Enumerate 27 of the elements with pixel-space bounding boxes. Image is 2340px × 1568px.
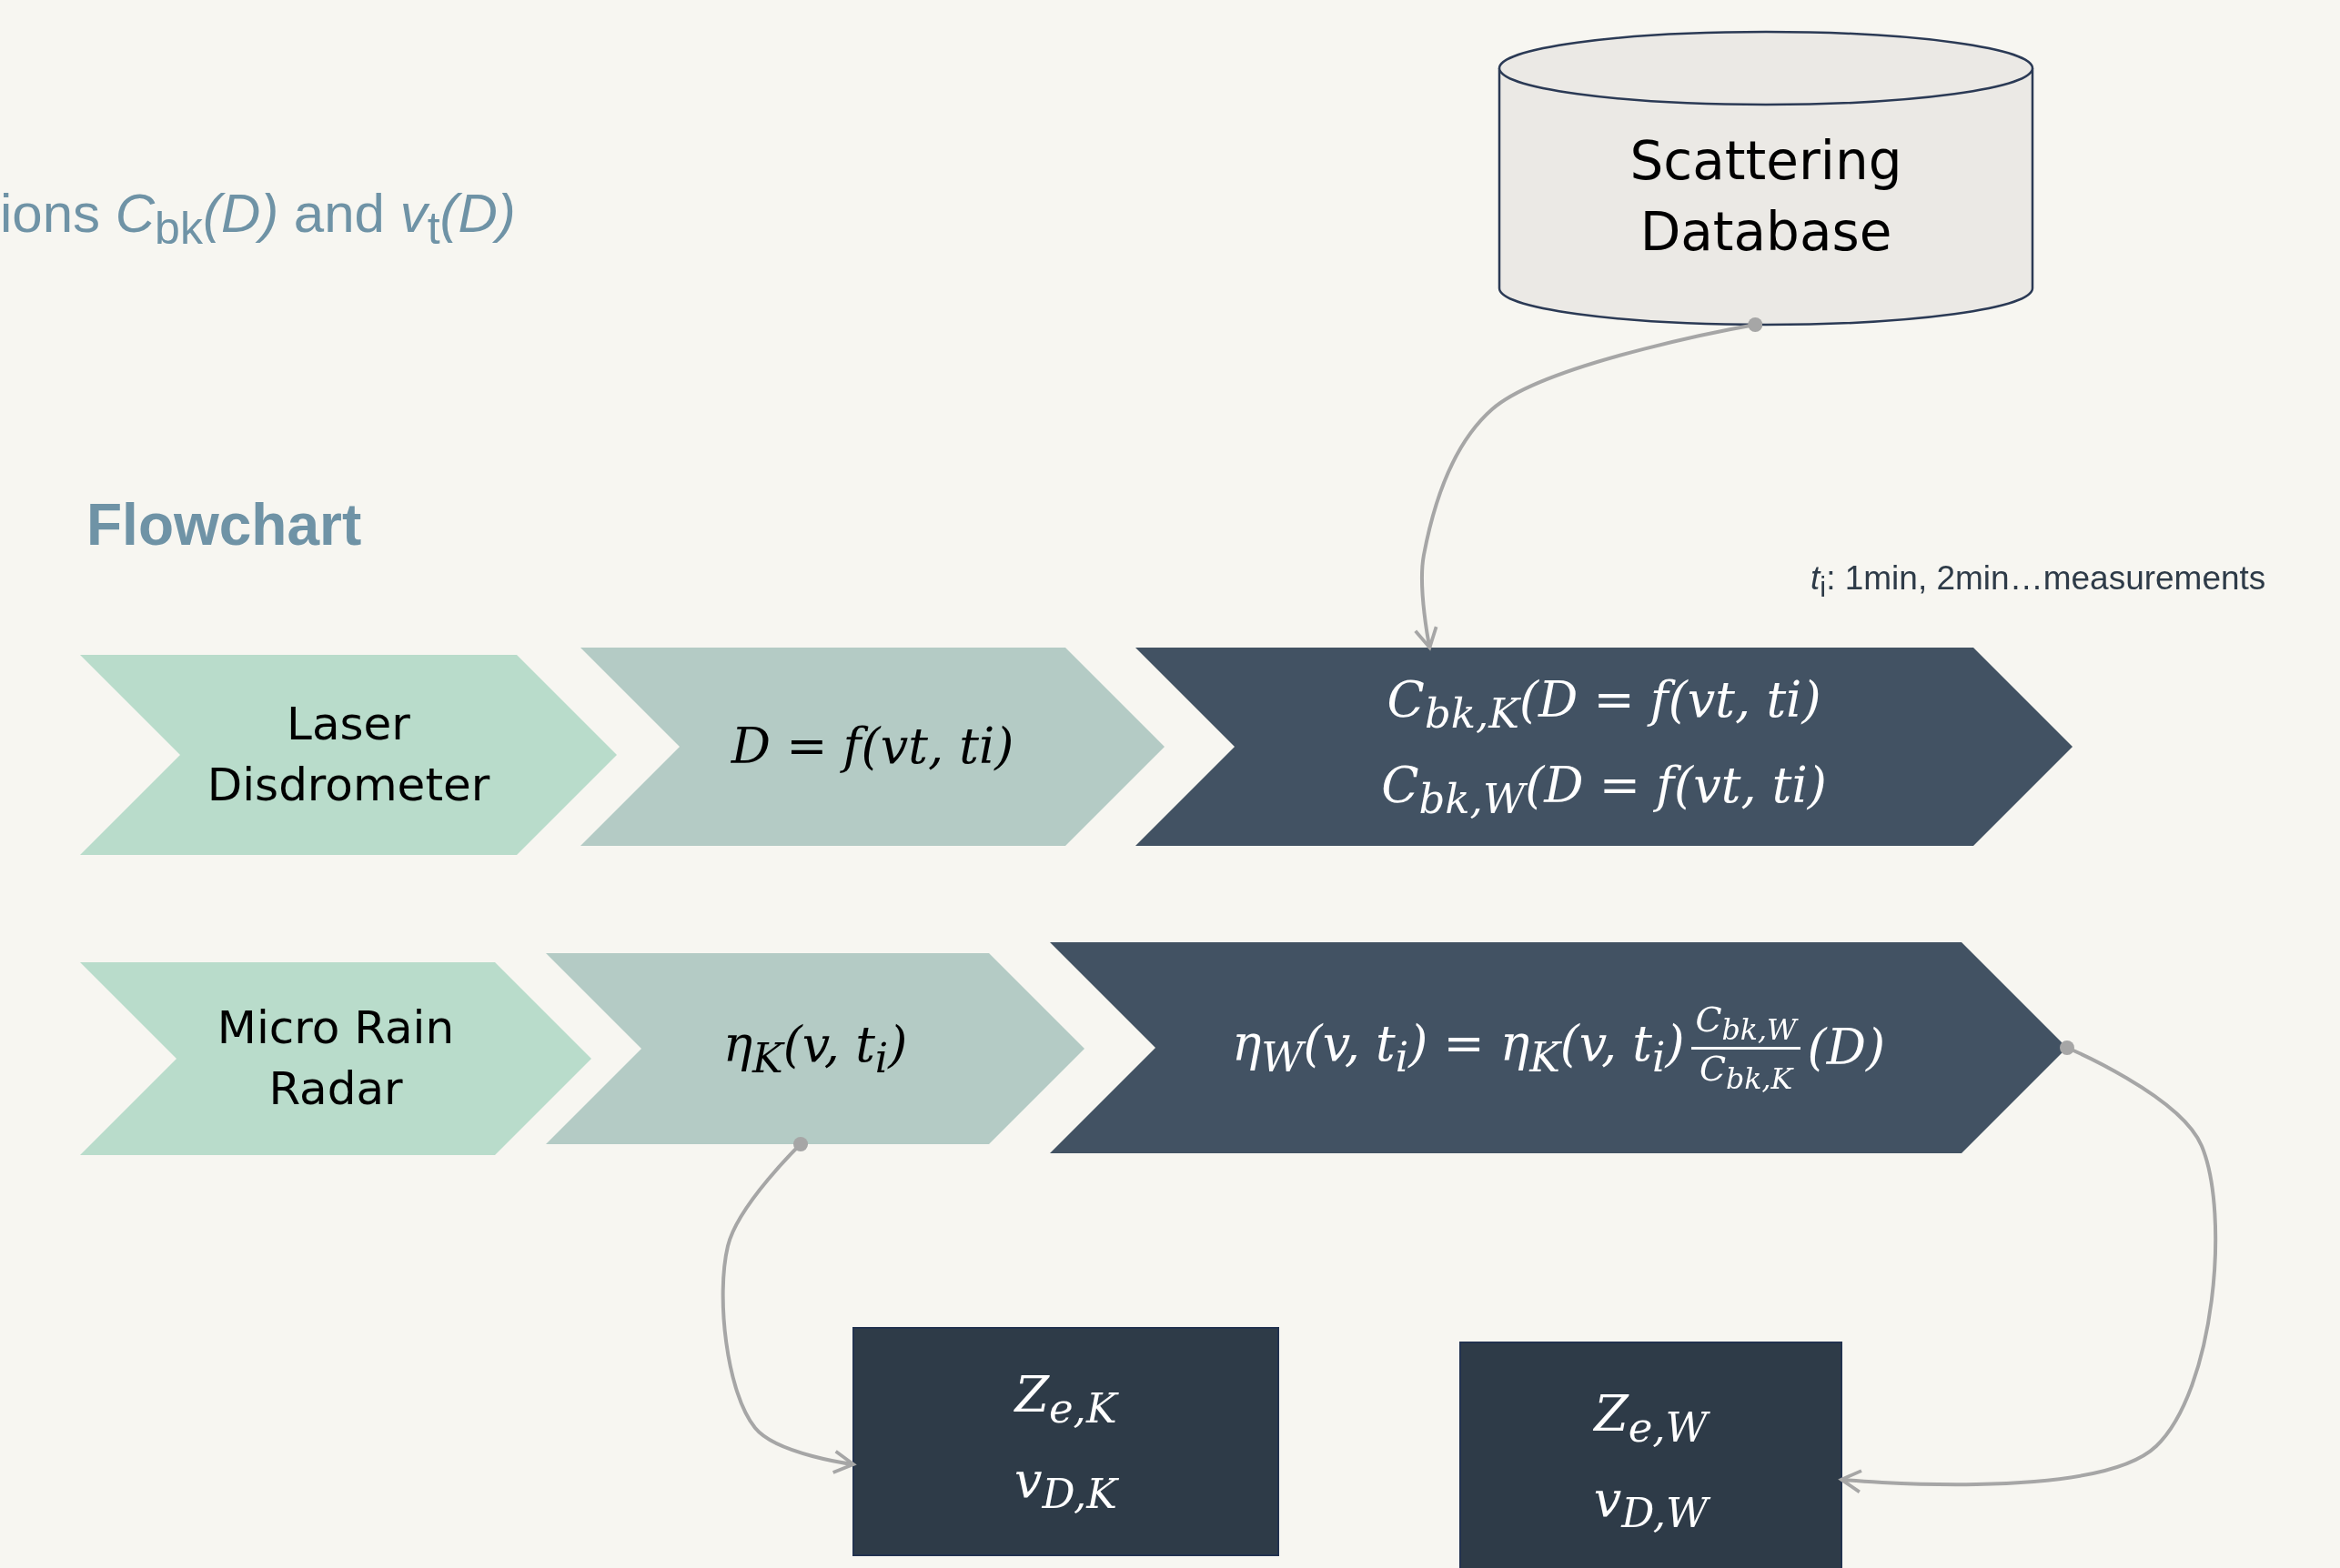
note-text: t$_{i}$: 1min, 2min…measurements — [1810, 559, 2266, 605]
result-box — [1460, 1342, 1841, 1568]
chevron-step — [80, 655, 617, 855]
fraction-denominator: C$_{bk,K}$ — [1699, 1049, 1793, 1095]
formula-text: (D) — [1807, 1017, 1886, 1078]
chevron-step — [580, 648, 1165, 846]
node-label: Laser Disdrometer — [206, 696, 491, 813]
fraction-numerator: C$_{bk,W}$ — [1691, 1000, 1800, 1050]
chevron-step — [546, 953, 1084, 1144]
formula-text: η$_{W}$(v, t$_{i}$) = η$_{K}$(v, t$_{i}$) — [1231, 1014, 1685, 1083]
chevron-step — [80, 962, 591, 1155]
formula-text: C$_{bk,K}$(D = f(vt, ti) — [1387, 670, 1821, 739]
curved-arrow — [1840, 1040, 2218, 1494]
curved-arrow — [721, 1137, 855, 1474]
formula-text: η$_{K}$(v, t$_{i}$) — [722, 1015, 908, 1084]
database-cylinder — [1499, 32, 2032, 325]
subtitle-text: ions C$_{bk}$(D) and v$_{t}$(D) — [0, 182, 516, 255]
node-label: Micro Rain Radar — [216, 1000, 456, 1117]
formula-text: D = f(vt, ti) — [731, 716, 1014, 777]
formula-text: Z$_{e,K}$ — [1014, 1365, 1117, 1434]
formula-text: v$_{D,K}$ — [1014, 1451, 1117, 1520]
heading: Flowchart — [86, 491, 362, 558]
formula-text: C$_{bk,W}$(D = f(vt, ti) — [1381, 756, 1827, 825]
curved-arrow — [1414, 317, 1763, 649]
chevron-step — [1135, 648, 2073, 846]
node-label: Scattering Database — [1629, 128, 1903, 265]
result-box — [853, 1328, 1278, 1555]
